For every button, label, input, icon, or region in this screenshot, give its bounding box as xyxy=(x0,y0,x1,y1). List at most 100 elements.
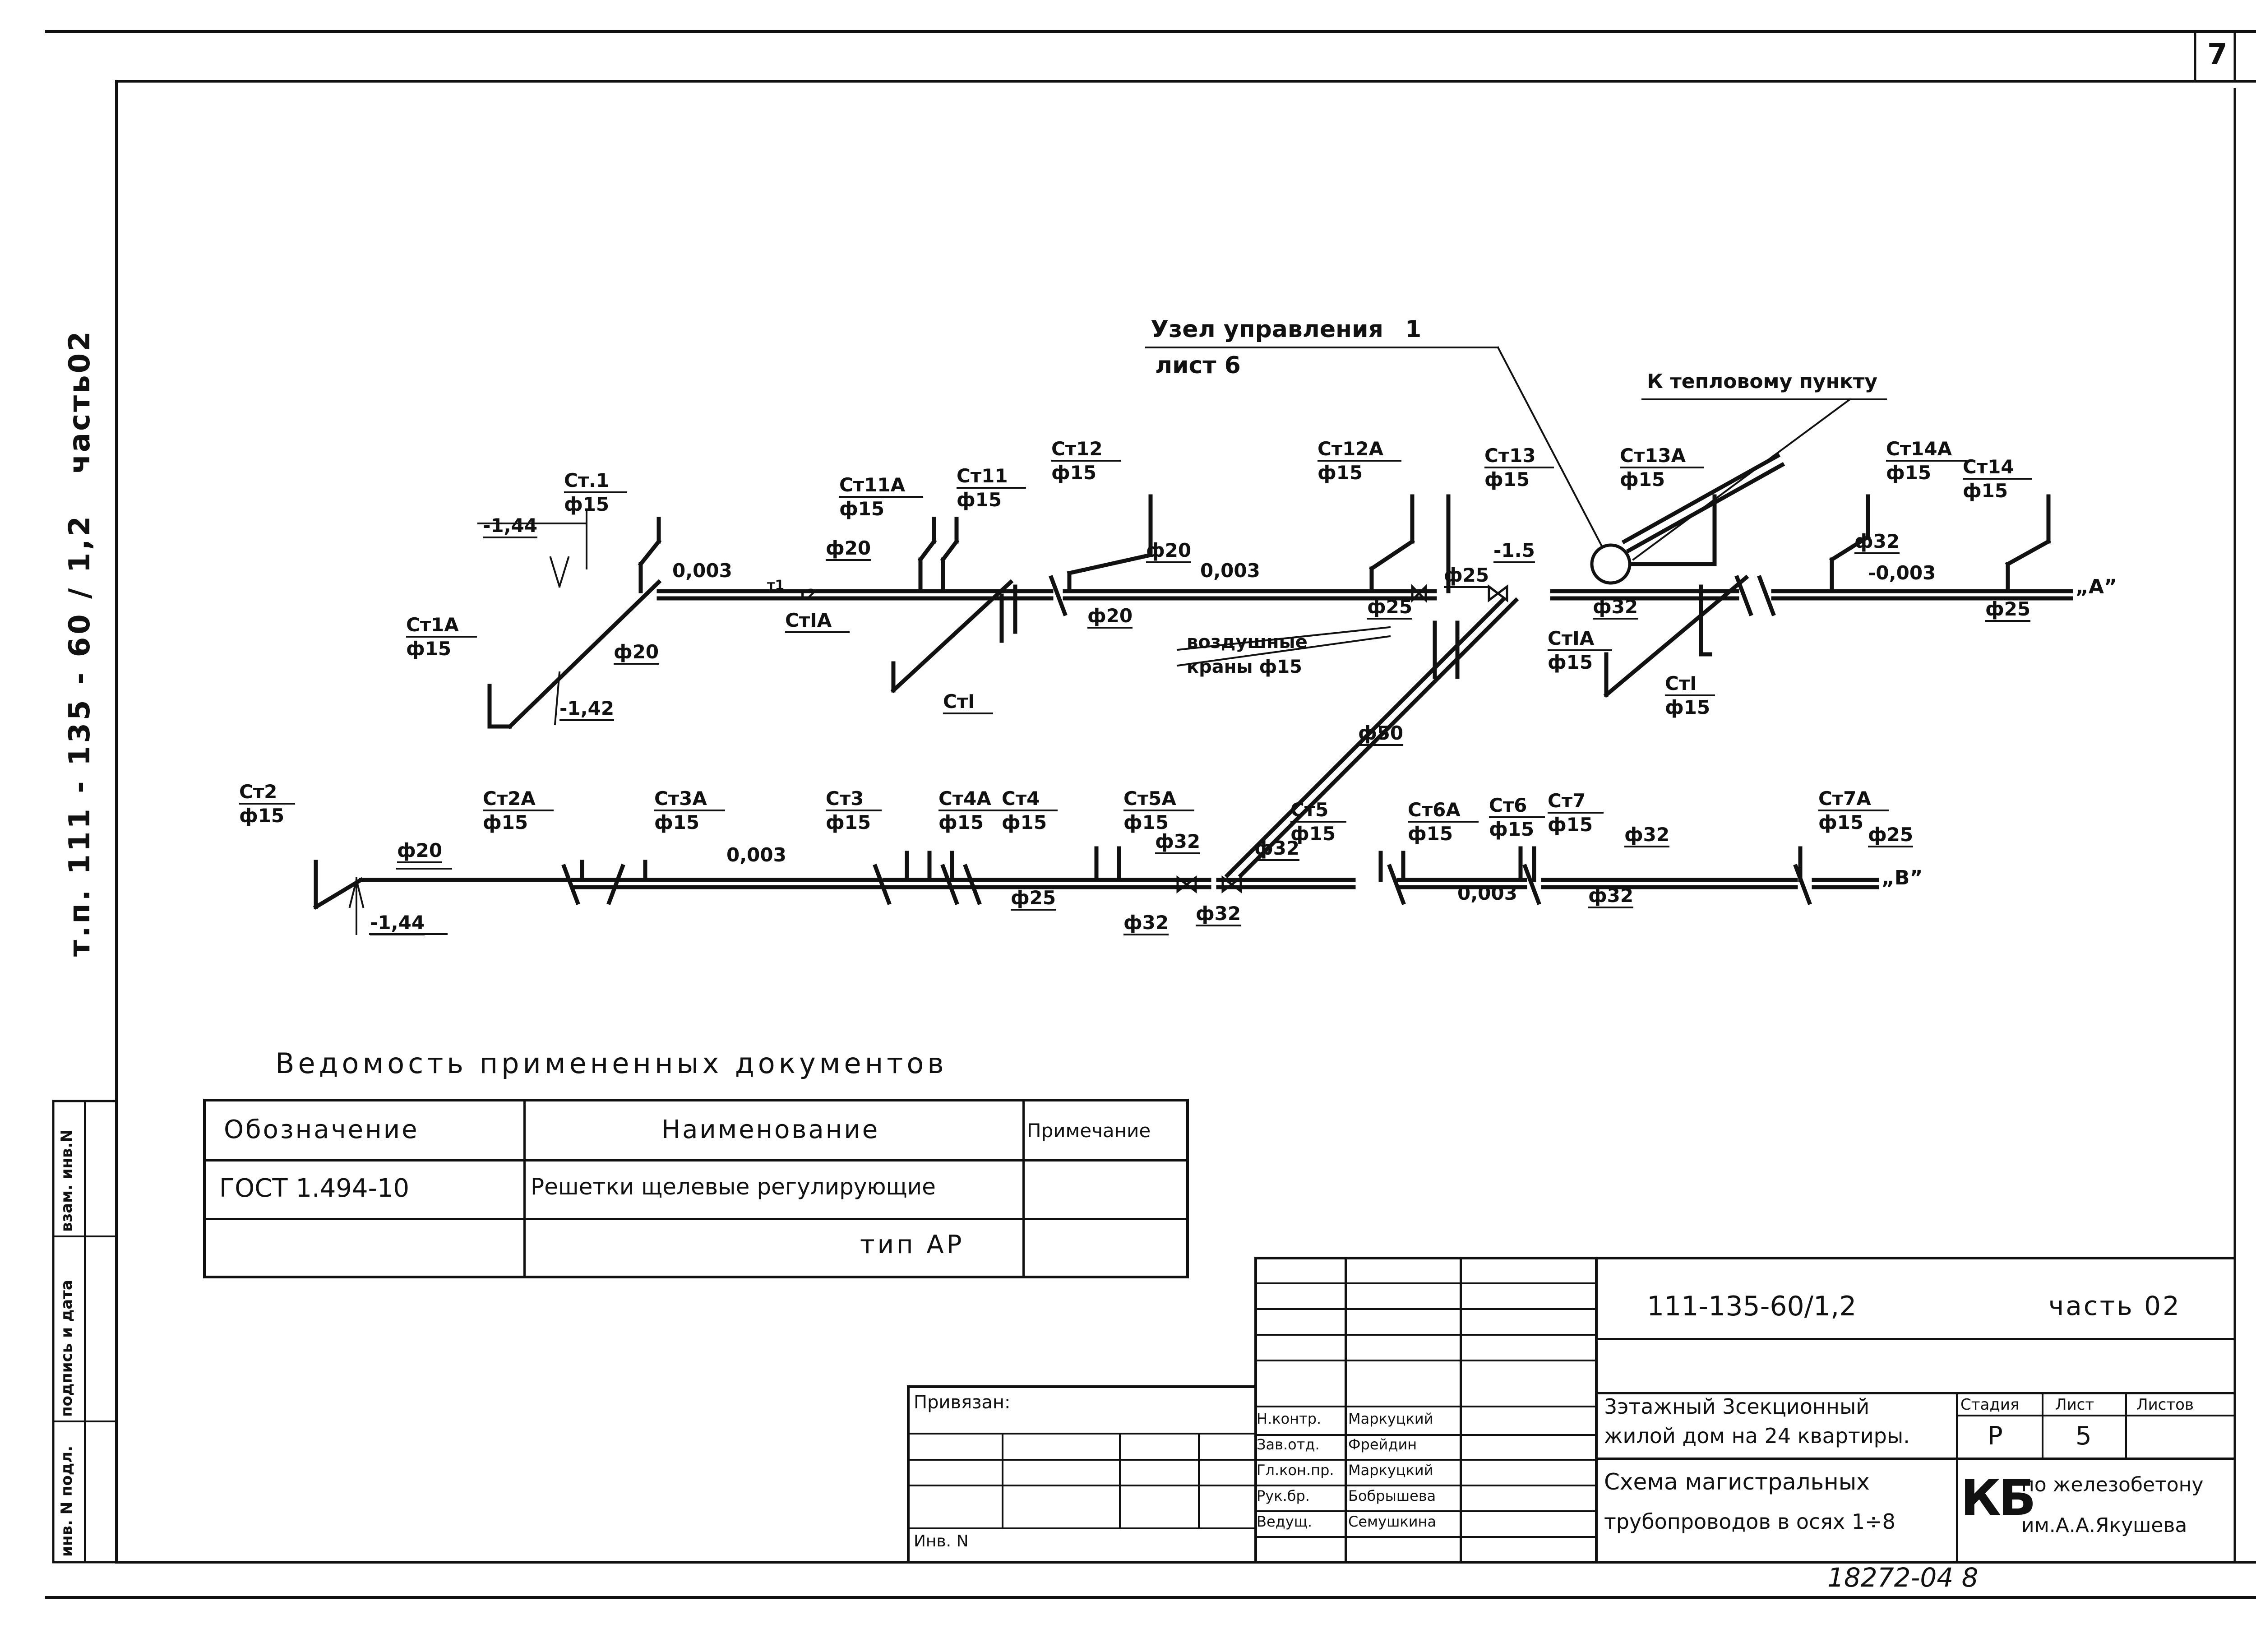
riser-diameter: ф15 xyxy=(1002,811,1047,833)
riser-diameter: ф15 xyxy=(1548,814,1593,836)
riser-name: СтI xyxy=(1665,672,1715,696)
sheet-number-value: 5 xyxy=(2076,1421,2092,1451)
stage-value: Р xyxy=(1988,1421,2003,1451)
annotation-d32-e: ф32 xyxy=(1196,902,1241,926)
sheet-header: Лист xyxy=(2055,1396,2094,1414)
riser-name: Ст14А xyxy=(1886,438,1970,462)
riser-diameter: ф15 xyxy=(654,811,700,833)
side-project-code: т.п. 111 - 135 - 60 / 1,2 xyxy=(63,513,97,957)
sheet-corner-number: 7 xyxy=(2207,38,2228,71)
riser-diameter: ф15 xyxy=(1051,462,1097,484)
documents-heading: Ведомость примененных документов xyxy=(275,1047,948,1080)
lower-pipe-network xyxy=(313,583,1879,935)
annotation-slope-1: 0,003 xyxy=(672,560,732,582)
annotation-slope-4: 0,003 xyxy=(726,844,786,866)
signature-name: Маркуцкий xyxy=(1348,1462,1433,1479)
annotation-slope-2: 0,003 xyxy=(1200,560,1260,582)
sheets-header: Листов xyxy=(2136,1396,2194,1414)
annotation-elev-144: -1,44 xyxy=(483,514,538,538)
annotation-d25-a: ф25 xyxy=(1367,596,1413,620)
annotation-elev-142: -1,42 xyxy=(559,697,615,721)
riser-diameter: ф15 xyxy=(1963,480,2008,502)
signature-role: Ведущ. xyxy=(1257,1513,1313,1530)
side-column-signature: подпись и дата xyxy=(58,1280,76,1417)
annotation-d20-a: ф20 xyxy=(826,537,871,561)
riser-diameter: ф15 xyxy=(1886,462,1932,484)
annotation-d20-c: ф20 xyxy=(1146,539,1192,563)
annotation-d25-d: ф25 xyxy=(1011,887,1056,911)
annotation-d32-b: ф32 xyxy=(1593,596,1638,620)
annotation-d32-c: ф32 xyxy=(1155,830,1201,854)
air-valves-dia: краны ф15 xyxy=(1187,657,1302,677)
inv-label: Инв. N xyxy=(914,1532,969,1550)
privyazan-label: Привязан: xyxy=(914,1392,1011,1413)
riser-name: Ст13А xyxy=(1620,444,1704,468)
riser-diameter: ф15 xyxy=(1489,818,1535,840)
riser-diameter: ф15 xyxy=(1290,823,1336,845)
side-column-replacement: взам. инв.N xyxy=(58,1129,76,1232)
documents-header-note: Примечание xyxy=(1027,1120,1151,1142)
annotation-d32-f: ф32 xyxy=(1254,837,1300,861)
control-unit-sheet-ref: лист 6 xyxy=(1155,352,1241,379)
riser-name: Ст.1 xyxy=(564,469,628,493)
riser-name: Ст13 xyxy=(1484,444,1554,468)
riser-diameter: ф15 xyxy=(938,811,984,833)
signature-name: Бобрышева xyxy=(1348,1487,1436,1504)
sheet-title-line2: трубопроводов в осях 1÷8 xyxy=(1604,1509,1895,1534)
riser-name: СтI xyxy=(943,690,993,714)
point-a-label: „А” xyxy=(2076,575,2117,598)
annotation-slope-5: 0,003 xyxy=(1457,882,1517,904)
riser-label: СтI xyxy=(943,690,993,714)
riser-name: Ст1А xyxy=(406,614,477,638)
annotation-d32-a: ф32 xyxy=(1854,530,1900,554)
annotation-d25-c: ф25 xyxy=(1985,598,2031,622)
stage-header: Стадия xyxy=(1960,1396,2020,1414)
riser-name: Ст2 xyxy=(239,781,296,805)
documents-row-name: тип АР xyxy=(860,1230,965,1259)
annotation-slope-3: -0,003 xyxy=(1868,562,1936,584)
annotation-d50: ф50 xyxy=(1358,722,1404,746)
control-unit-label: Узел управления 1 xyxy=(1151,316,1422,343)
riser-name: Ст11 xyxy=(957,465,1026,489)
riser-name: Ст6 xyxy=(1489,794,1545,818)
annotation-elev-15: -1.5 xyxy=(1493,539,1535,563)
riser-name: Ст3 xyxy=(826,787,882,811)
org-name-line2: им.А.А.Якушева xyxy=(2021,1514,2187,1537)
org-name-line1: по железобетону xyxy=(2021,1473,2204,1496)
documents-header-designation: Обозначение xyxy=(224,1115,419,1144)
riser-diameter: ф15 xyxy=(1620,468,1665,491)
riser-diameter: ф15 xyxy=(1408,823,1453,845)
riser-name: Ст5 xyxy=(1290,799,1347,823)
riser-name: Ст4А xyxy=(938,787,1009,811)
project-name-line2: жилой дом на 24 квартиры. xyxy=(1604,1424,1910,1448)
riser-diameter: ф15 xyxy=(406,638,452,660)
title-part: часть 02 xyxy=(2048,1291,2181,1321)
riser-name: Ст12А xyxy=(1318,438,1402,462)
sheet-title-line1: Схема магистральных xyxy=(1604,1469,1870,1495)
title-block: 111-135-60/1,2 часть 02 3этажный 3секцио… xyxy=(907,1257,2235,1562)
point-b-label: „В” xyxy=(1882,866,1923,889)
annotation-t2: т2 xyxy=(799,587,816,602)
sheet-frame xyxy=(45,30,2256,1599)
annotation-d32-g: ф32 xyxy=(1624,824,1670,847)
riser-name: Ст14 xyxy=(1963,456,2032,480)
riser-name: СтIА xyxy=(1548,627,1613,651)
signature-role: Гл.кон.пр. xyxy=(1257,1462,1334,1479)
annotation-d32-d: ф32 xyxy=(1123,912,1169,935)
documents-row-name: Решетки щелевые регулирующие xyxy=(531,1174,936,1200)
signature-name: Маркуцкий xyxy=(1348,1410,1433,1427)
riser-name: Ст11А xyxy=(839,474,924,498)
